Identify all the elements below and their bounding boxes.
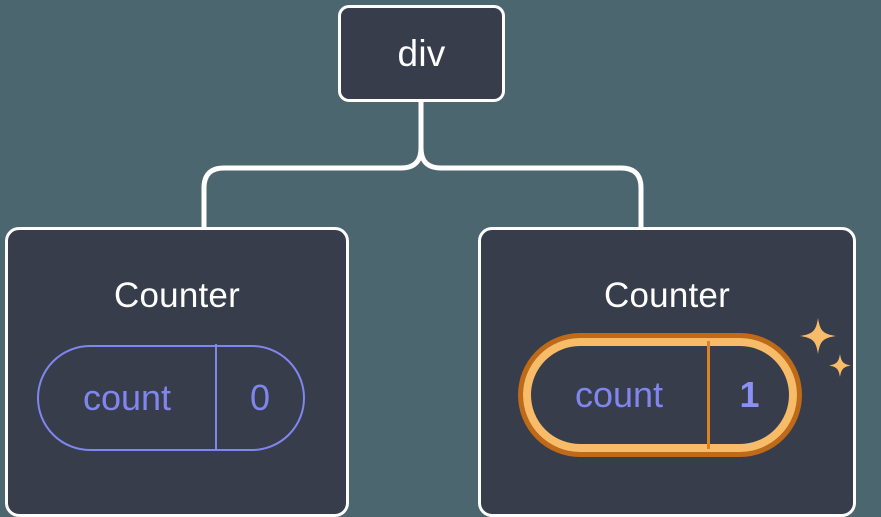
state-value-label: 0 [249, 377, 271, 418]
node-div[interactable]: div [338, 5, 505, 102]
node-counter-right-label: Counter [604, 276, 730, 315]
connector-right [418, 99, 644, 230]
state-pill-count-right[interactable]: count 1 [518, 333, 802, 457]
state-pill-divider [707, 341, 710, 449]
state-key-label: count [82, 377, 172, 418]
connector-left [201, 99, 424, 230]
node-counter-left-label: Counter [114, 276, 240, 315]
diagram-canvas: div Counter count 0 Counter count 1 [5, 5, 856, 517]
state-pill-body: count 1 [531, 341, 789, 449]
state-value-label: 1 [739, 374, 760, 415]
node-div-label: div [397, 33, 446, 74]
highlight-ring [523, 338, 797, 452]
state-pill-count-left[interactable]: count 0 [37, 344, 305, 451]
state-key-label: count [574, 374, 664, 415]
state-pill-divider [215, 344, 217, 450]
